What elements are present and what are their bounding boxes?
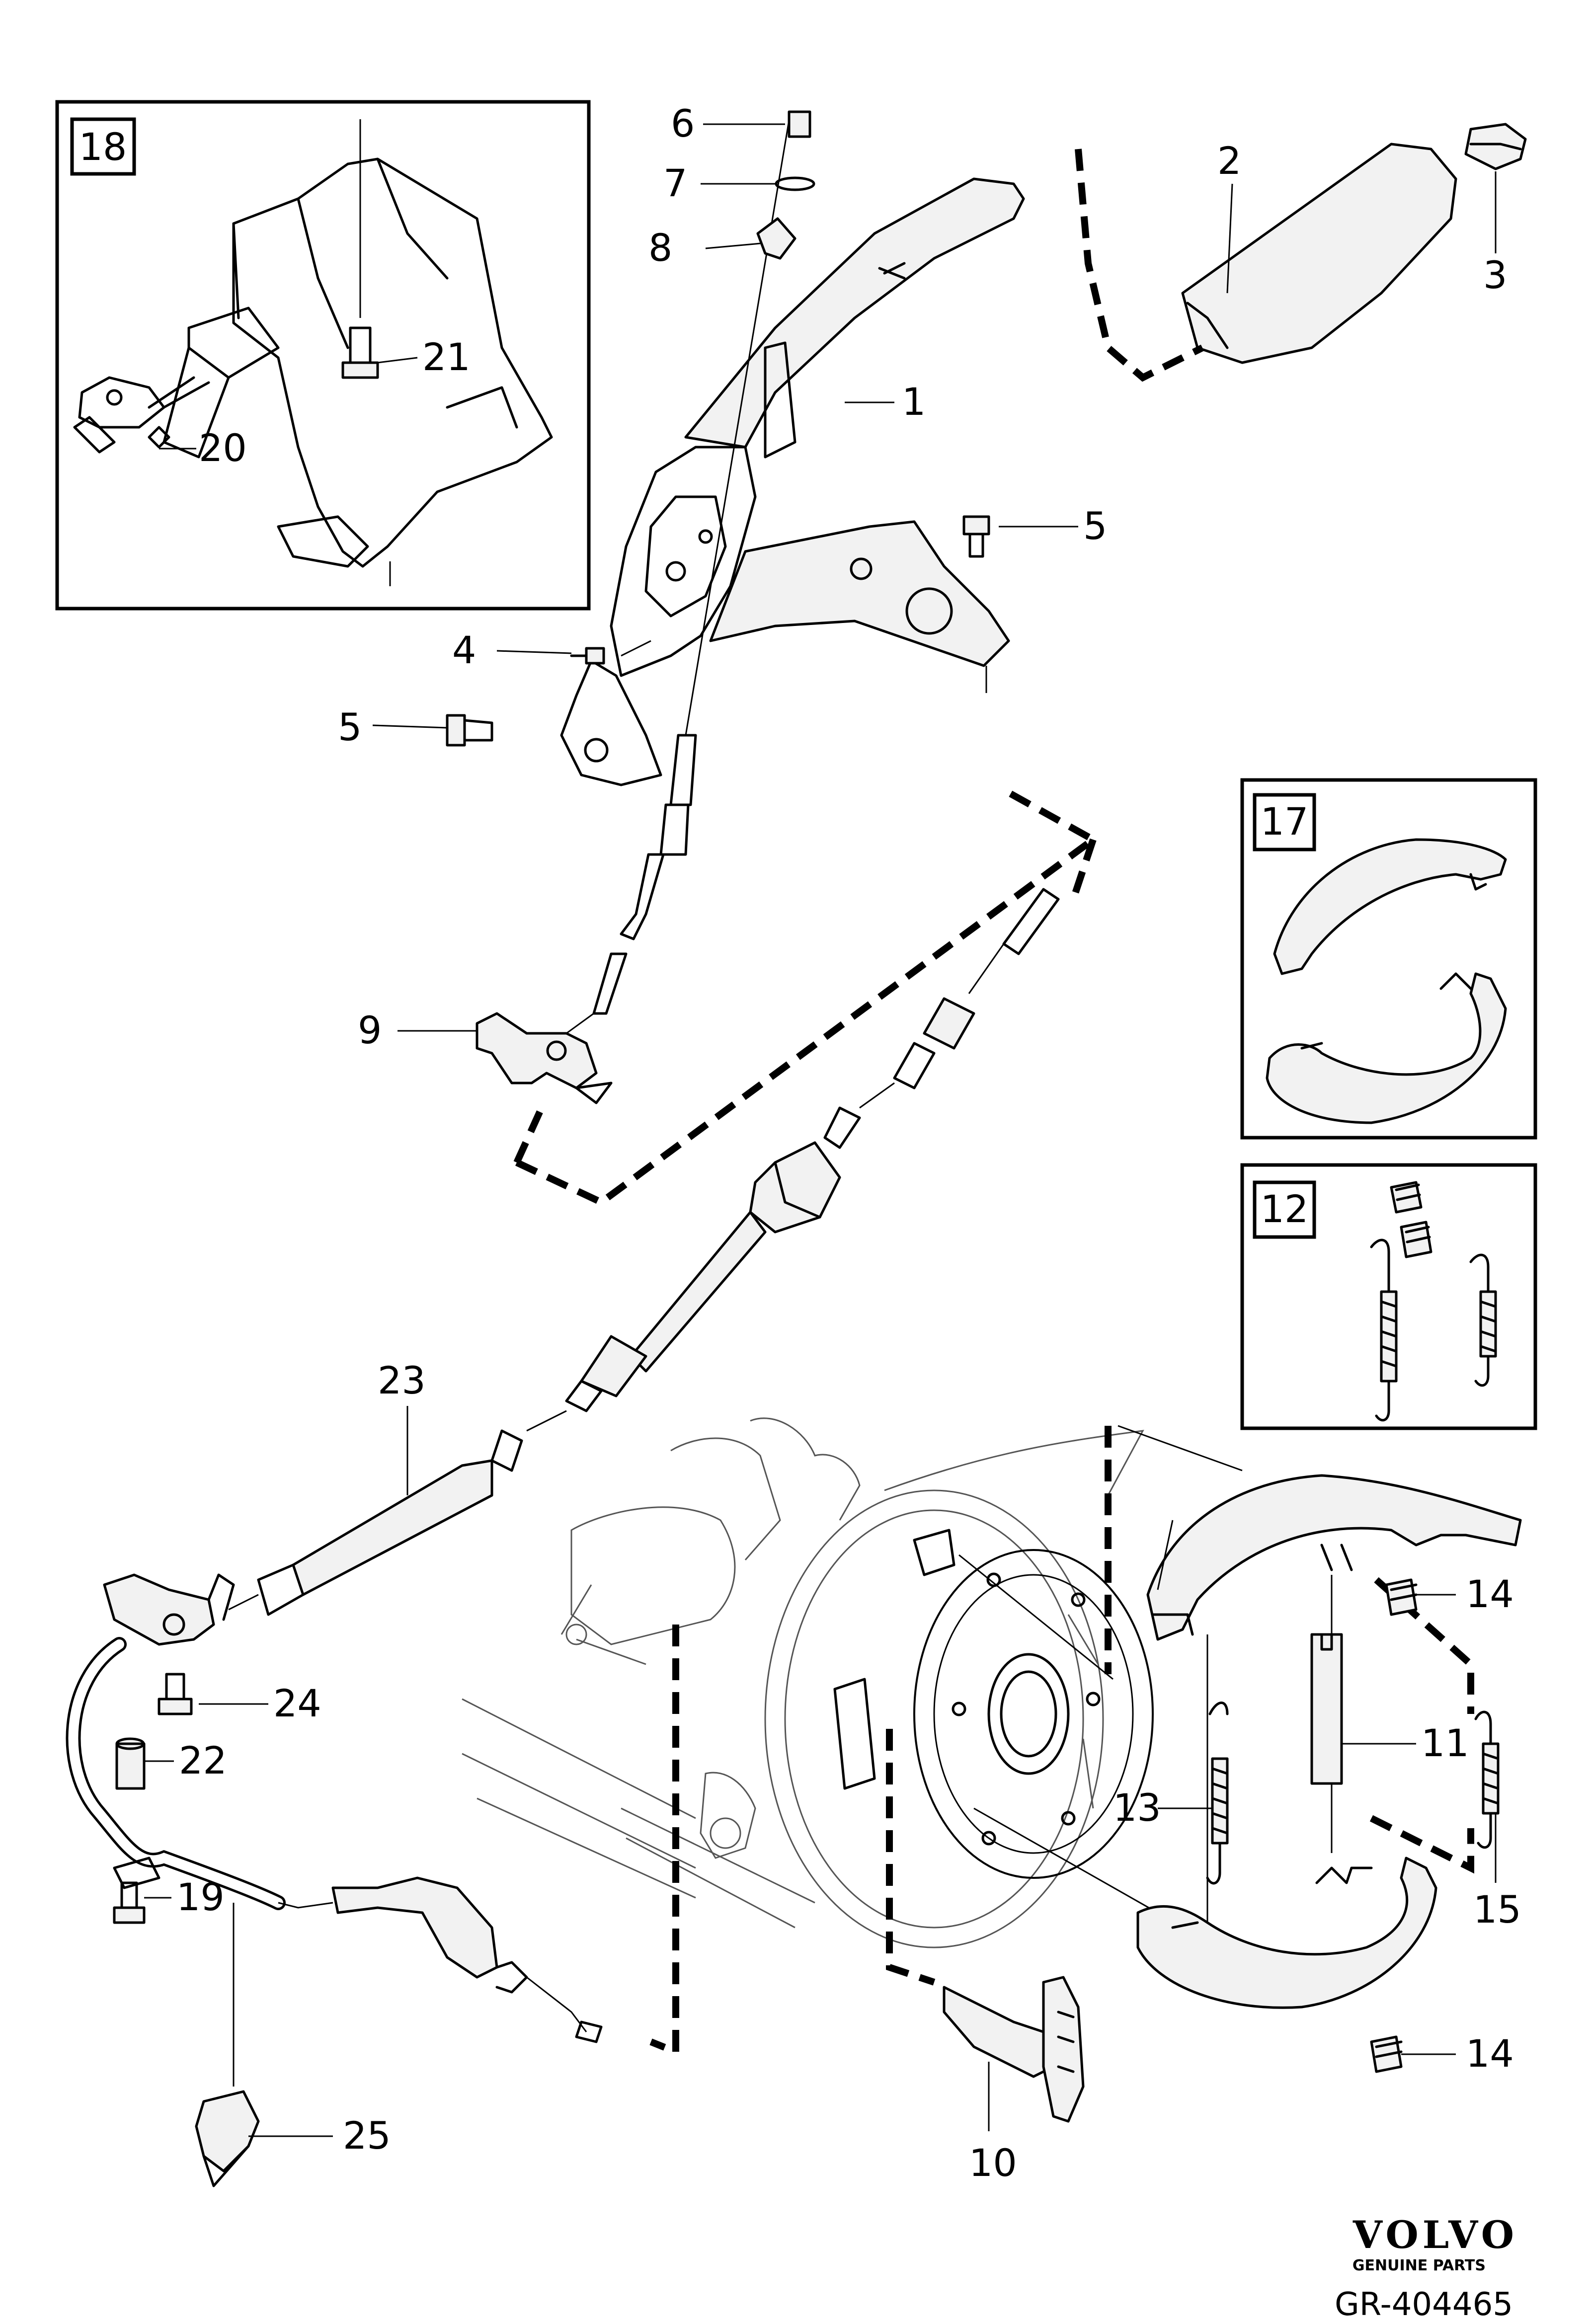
front-cable: [566, 114, 791, 1034]
callout-4: 4: [452, 628, 476, 672]
part-5-bolt-lower: [446, 714, 493, 747]
callout-5-lower: 5: [338, 705, 362, 749]
part-20-bolt: [341, 326, 418, 379]
callout-6: 6: [671, 101, 695, 146]
callout-20: 21: [422, 335, 471, 379]
part-5-bolt-upper: [962, 515, 990, 558]
part-12-spring-kit: [1370, 1181, 1497, 1422]
dash-link-equalizer-cable: [513, 786, 1100, 1207]
brake-shoe-lower: [1136, 1857, 1437, 2009]
part-1-handbrake-lever: [560, 177, 1025, 786]
callout-23: 23: [378, 1358, 426, 1402]
inset-12-number: 12: [1261, 1187, 1309, 1231]
callout-15: 15: [1473, 1887, 1521, 1932]
inset-18-number: 18: [79, 125, 127, 169]
rear-cable: [228, 888, 1060, 1616]
callout-14-lower: 14: [1466, 2031, 1514, 2076]
part-9-equalizer: [476, 1012, 613, 1104]
callout-22: 22: [179, 1738, 227, 1782]
brake-shoe-upper: [1146, 1474, 1522, 1641]
callout-19: 20: [199, 426, 247, 470]
dash-link-shoes-lower: [1369, 1815, 1474, 1874]
callout-9: 9: [358, 1008, 382, 1052]
inset-17-frame: 17: [1240, 778, 1537, 1140]
callout-1: 1: [902, 380, 926, 424]
inset-18-frame: 18: [55, 100, 591, 611]
callout-10: 10: [969, 2141, 1017, 2185]
shoe-guide-line-1: [1157, 1520, 1174, 1590]
part-13-spring: [1206, 1702, 1229, 1885]
part-4-screw: [570, 647, 605, 665]
part-7-ring: [775, 176, 815, 191]
callout-2: 2: [1217, 139, 1241, 183]
callout-14-upper: 14: [1466, 1572, 1514, 1616]
diagram-reference-number: GR-404465: [1335, 2286, 1513, 2323]
part-25-clip: [195, 2090, 260, 2187]
cable-hose-inner: [68, 1639, 283, 1908]
callout-7: 7: [663, 161, 687, 205]
rear-suspension-background: [462, 1417, 861, 1929]
cable-end-fitting: [331, 1876, 603, 2043]
part-24-bracket-plate: [103, 1573, 235, 1646]
brake-disc-backplate: [764, 1430, 1193, 1948]
part-14-spring-lower: [1370, 2035, 1403, 2073]
callout-13: 13: [1113, 1785, 1161, 1830]
callout-24: 24: [273, 1681, 321, 1725]
part-22-spacer: [115, 1737, 146, 1790]
callout-8: 8: [648, 226, 672, 270]
callout-3: 3: [1483, 253, 1507, 297]
inset-12-frame: 12: [1240, 1163, 1537, 1430]
volvo-logo: VOLVO: [1352, 2213, 1518, 2257]
callout-11: 11: [1421, 1721, 1469, 1765]
part-21-bolt: [113, 1857, 160, 1924]
callout-25: 25: [343, 2113, 391, 2158]
part-2-handle-grip: [1181, 143, 1457, 364]
part-18-bracket: [162, 119, 553, 586]
part-17-shoe-set: [1266, 838, 1507, 1124]
part-6-sleeve: [788, 110, 811, 138]
inset-17-number: 17: [1261, 799, 1309, 844]
part-19-clip: [73, 376, 210, 454]
dash-link-cable-disc: [649, 1625, 679, 2057]
dash-link-lever-handle: [1075, 149, 1204, 382]
dash-link-disc-lever: [886, 1729, 936, 1986]
genuine-parts-tagline: GENUINE PARTS: [1352, 2257, 1486, 2274]
part-10-actuator-lever: [943, 1976, 1085, 2131]
part-15-spring: [1474, 1710, 1500, 1849]
part-8-clip: [756, 217, 796, 260]
part-14-spring-upper: [1385, 1578, 1418, 1616]
part-24-bolt: [158, 1673, 193, 1715]
part-3-handle-cap: [1464, 123, 1527, 170]
callout-5-upper: 5: [1083, 504, 1107, 548]
callout-21: 19: [176, 1875, 225, 1919]
part-11-adjuster-strut: [1310, 1633, 1343, 1785]
